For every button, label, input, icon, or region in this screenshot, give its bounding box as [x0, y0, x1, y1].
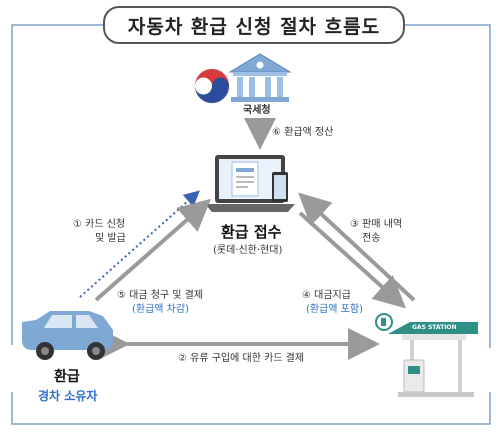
arrow-step4: [298, 211, 406, 309]
step1-line2: 및 발급: [95, 233, 126, 244]
gas-station-sign: GAS STATION: [412, 324, 457, 331]
page-title: 자동차 환급 신청 절차 흐름도: [103, 6, 405, 44]
arrow-step5: [94, 198, 212, 302]
arrow-step3: [298, 192, 416, 302]
tax-office-building-icon: [228, 53, 292, 102]
step4-line2: (환급액 포함): [306, 304, 363, 315]
car-icon: [22, 311, 113, 360]
government-emblem-icon: [194, 68, 230, 104]
arrow-step1-dotted: [79, 190, 200, 298]
card-company-sub: (롯데·신한·현대): [213, 245, 283, 256]
outer-frame: [11, 24, 491, 425]
step3-line1: ③ 판매 내역: [350, 219, 403, 230]
step6-label: ⑥ 환급액 정산: [272, 127, 334, 138]
owner-sub: 경차 소유자: [38, 389, 98, 403]
step5-line2: (환급액 차감): [132, 304, 189, 315]
laptop-icon: [205, 155, 295, 212]
step5-line1: ⑤ 대금 청구 및 결제: [117, 290, 204, 301]
step2-label: ② 유류 구입에 대한 카드 결제: [178, 353, 305, 364]
card-company-title: 환급 접수: [221, 223, 282, 241]
owner-title: 환급: [54, 369, 80, 385]
phone-icon: [272, 172, 288, 202]
step1-line1: ① 카드 신청: [73, 219, 126, 230]
gas-station-icon: [375, 313, 478, 397]
tax-office-label: 국세청: [243, 105, 271, 116]
step3-line2: 전송: [362, 233, 381, 244]
step4-line1: ④ 대금지급: [302, 290, 351, 301]
